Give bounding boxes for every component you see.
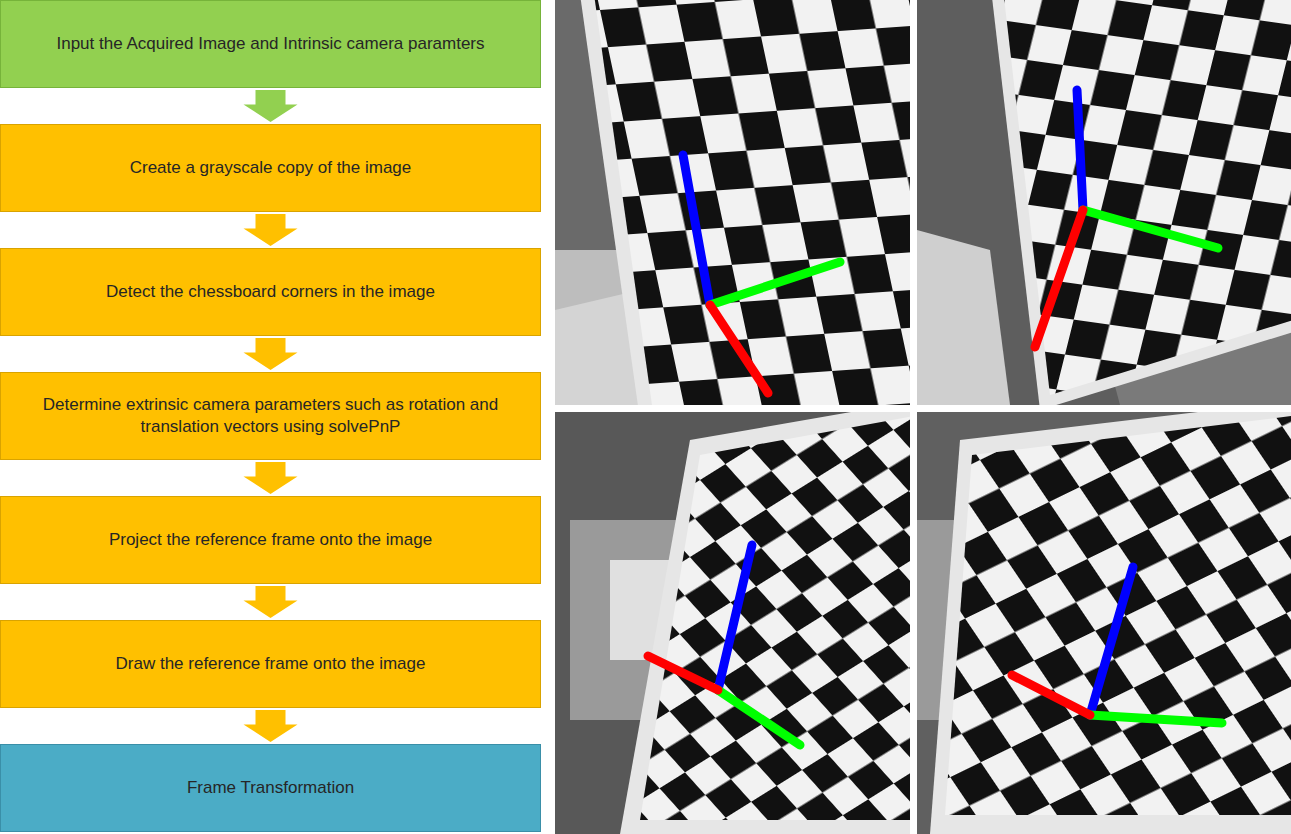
block-arrow xyxy=(244,462,298,494)
process-box: Determine extrinsic camera parameters su… xyxy=(0,372,541,460)
process-box: Frame Transformation xyxy=(0,744,541,832)
process-box: Create a grayscale copy of the image xyxy=(0,124,541,212)
process-box: Draw the reference frame onto the image xyxy=(0,620,541,708)
block-arrow xyxy=(244,214,298,246)
box-label: Detect the chessboard corners in the ima… xyxy=(106,281,435,303)
box-label: Frame Transformation xyxy=(187,777,354,799)
block-arrow xyxy=(244,338,298,370)
block-arrow xyxy=(244,586,298,618)
process-box: Input the Acquired Image and Intrinsic c… xyxy=(0,0,541,88)
photo-bottom-left xyxy=(555,412,910,834)
box-label: Project the reference frame onto the ima… xyxy=(109,529,432,551)
process-box: Project the reference frame onto the ima… xyxy=(0,496,541,584)
process-box: Detect the chessboard corners in the ima… xyxy=(0,248,541,336)
box-label: Draw the reference frame onto the image xyxy=(116,653,426,675)
photo-top-left xyxy=(555,0,910,405)
block-arrow xyxy=(244,90,298,122)
box-label: Input the Acquired Image and Intrinsic c… xyxy=(56,33,484,55)
photo-top-right xyxy=(917,0,1291,405)
box-label: Create a grayscale copy of the image xyxy=(130,157,412,179)
box-label: Determine extrinsic camera parameters su… xyxy=(41,394,500,438)
photo-bottom-right xyxy=(917,412,1291,834)
block-arrow xyxy=(244,710,298,742)
